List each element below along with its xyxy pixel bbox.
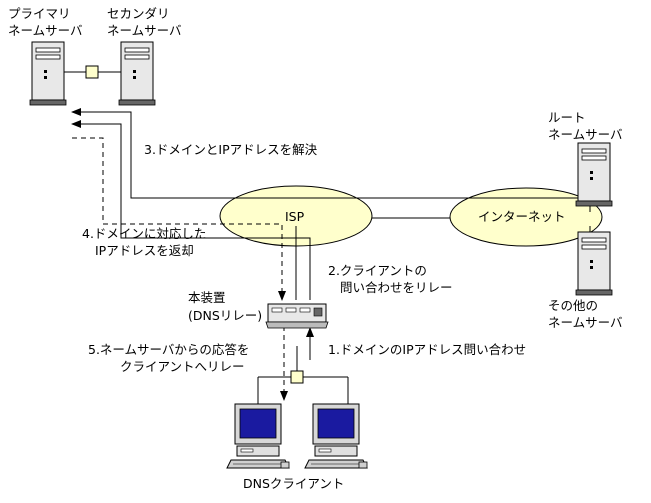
isp-label: ISP	[285, 209, 305, 224]
internet-label: インターネット	[478, 209, 566, 224]
primary-label-line2: ネームサーバ	[8, 23, 83, 38]
secondary-label-line1: セカンダリ	[107, 6, 170, 21]
primary-label-line1: プライマリ	[8, 6, 71, 21]
device-label-line2: (DNSリレー)	[188, 308, 262, 323]
arrow-step3-resolve	[71, 108, 585, 199]
other-name-server-icon	[575, 231, 613, 296]
client-pc-icon	[226, 403, 290, 469]
arrow-step4-return	[72, 137, 286, 301]
step2-label-line1: 2.クライアントの	[328, 263, 427, 278]
primary-name-server-icon	[29, 41, 67, 106]
client-pc-icon	[304, 403, 368, 469]
arrow-step3-lower	[71, 120, 311, 300]
step2-label-line2: 問い合わせをリレー	[340, 280, 453, 295]
device-label-line1: 本装置	[188, 290, 226, 305]
step5-label-line2: クライアントへリレー	[120, 359, 245, 374]
step3-label: 3.ドメインとIPアドレスを解決	[144, 142, 318, 157]
step4-label-line1: 4.ドメインに対応した	[82, 226, 206, 241]
clients-label: DNSクライアント	[243, 476, 344, 491]
secondary-name-server-icon	[118, 41, 156, 106]
root-label-line1: ルート	[548, 110, 586, 125]
root-name-server-icon	[575, 142, 613, 207]
root-label-line2: ネームサーバ	[548, 127, 623, 142]
step1-label: 1.ドメインのIPアドレス問い合わせ	[328, 342, 526, 357]
other-label-line2: ネームサーバ	[548, 315, 623, 330]
dns-relay-device-icon	[265, 303, 329, 329]
step5-label-line1: 5.ネームサーバからの応答を	[88, 342, 249, 357]
other-label-line1: その他の	[548, 298, 598, 313]
step4-label-line2: IPアドレスを返却	[95, 243, 194, 258]
internet-cloud	[449, 187, 603, 247]
client-hub-connector	[290, 370, 304, 384]
server-link-connector	[85, 65, 99, 79]
secondary-label-line2: ネームサーバ	[107, 23, 182, 38]
